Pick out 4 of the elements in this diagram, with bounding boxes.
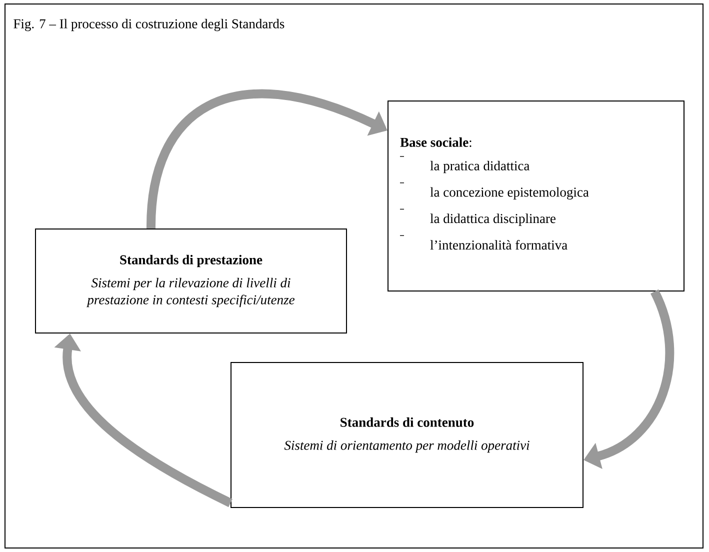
text-box: Standards di contenuto Sistemi di orientamento per modelli operativi <box>230 362 584 508</box>
text-box: Base sociale: la pratica didattica la concezione epistemologica la didattica disciplinare l’intenzionalità formativa <box>388 100 684 292</box>
text-box: Standards di prestazione Sistemi per la rilevazione di livelli di prestazione in contesti specifici/utenze <box>35 228 347 334</box>
figure-title: Fig. 7 – Il processo di costruzione degli Standards <box>14 18 284 32</box>
